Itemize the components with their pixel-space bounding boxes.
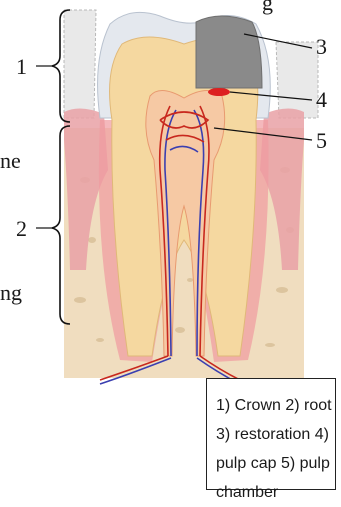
text-fragment-left-mid: ne [0,150,21,172]
text-fragment-top: g [262,0,273,14]
pulp-cap [208,88,230,96]
text-fragment-left-low: ng [0,282,22,304]
callout-3: 3 [316,34,327,59]
callout-2: 2 [16,216,27,241]
neighbor-tooth-left [64,10,96,118]
caption-text: 1) Crown 2) root 3) restoration 4) pulp … [216,391,334,507]
callout-4: 4 [316,87,327,112]
neighbor-tooth-right [276,42,318,118]
callout-1: 1 [16,54,27,79]
callout-5: 5 [316,128,327,153]
tooth-diagram: 1 2 3 4 5 g ne ng 1) Crown 2) root 3) re… [0,0,341,495]
restoration [196,16,262,88]
